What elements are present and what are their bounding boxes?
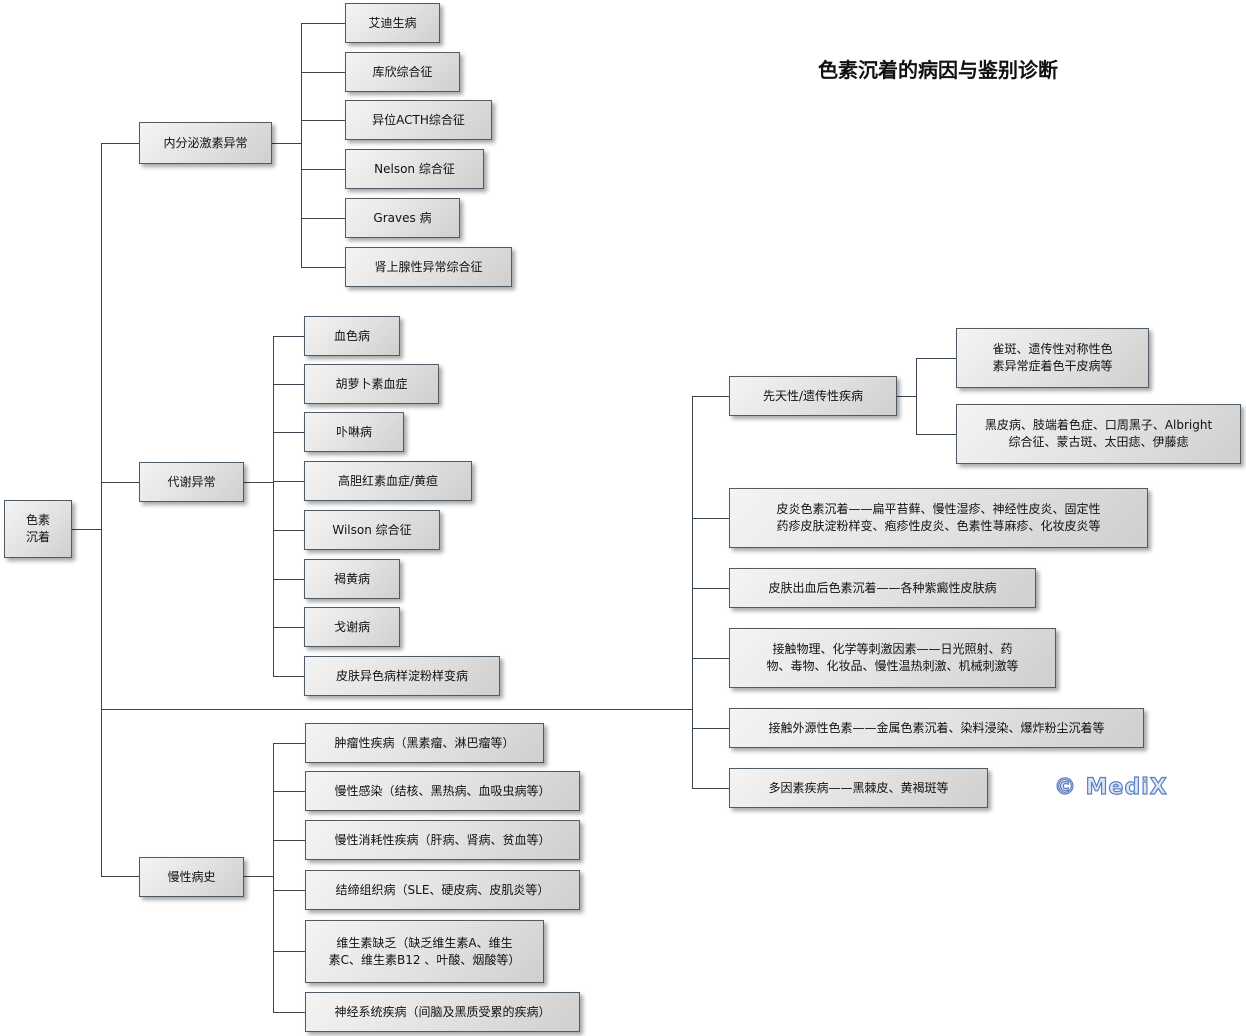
connector (301, 23, 345, 24)
connector (301, 218, 345, 219)
connector (897, 396, 916, 397)
connector (101, 709, 692, 710)
connector (244, 876, 273, 877)
node-metabolic-child[interactable]: 卟啉病 (304, 412, 404, 452)
node-endocrine-child[interactable]: 肾上腺性异常综合征 (345, 247, 512, 287)
connector (273, 336, 304, 337)
node-congenital-child[interactable]: 黑皮病、肢端着色症、口周黑子、Albright 综合征、蒙古斑、太田痣、伊藤痣 (956, 404, 1241, 464)
node-chronic-child[interactable]: 神经系统疾病（间脑及黑质受累的疾病） (305, 992, 580, 1032)
branch-spine (692, 396, 693, 789)
connector (273, 530, 304, 531)
connector (301, 267, 345, 268)
connector (273, 951, 305, 952)
node-skin-cause[interactable]: 皮肤出血后色素沉着——各种紫癜性皮肤病 (729, 568, 1036, 608)
connector (273, 579, 304, 580)
node-skin-cause[interactable]: 接触外源性色素——金属色素沉着、染料浸染、爆炸粉尘沉着等 (729, 708, 1144, 748)
connector (692, 588, 729, 589)
connector (272, 143, 301, 144)
connector (301, 72, 345, 73)
connector (273, 627, 304, 628)
node-chronic-child[interactable]: 肿瘤性疾病（黑素瘤、淋巴瘤等） (305, 723, 544, 763)
node-metabolic-child[interactable]: Wilson 综合征 (304, 510, 440, 550)
main-spine (101, 143, 102, 877)
node-endocrine-child[interactable]: Nelson 综合征 (345, 149, 484, 189)
connector (72, 529, 101, 530)
node-metabolic-child[interactable]: 血色病 (304, 316, 400, 356)
node-endocrine-child[interactable]: 库欣综合征 (345, 52, 460, 92)
diagram-title: 色素沉着的病因与鉴别诊断 (818, 58, 1058, 82)
connector (273, 432, 304, 433)
node-congenital-child[interactable]: 雀斑、遗传性对称性色 素异常症着色干皮病等 (956, 328, 1149, 388)
node-chronic-child[interactable]: 结缔组织病（SLE、硬皮病、皮肌炎等） (305, 870, 580, 910)
connector (273, 481, 304, 482)
connector (692, 396, 729, 397)
connector (244, 482, 273, 483)
branch-spine (273, 336, 274, 676)
connector (101, 143, 139, 144)
node-chronic-child[interactable]: 维生素缺乏（缺乏维生素A、维生 素C、维生素B12 、叶酸、烟酸等） (305, 920, 544, 983)
node-chronic[interactable]: 慢性病史 (139, 857, 244, 897)
node-endocrine[interactable]: 内分泌激素异常 (139, 122, 272, 164)
connector (301, 169, 345, 170)
node-chronic-child[interactable]: 慢性感染（结核、黑热病、血吸虫病等） (305, 771, 580, 811)
node-metabolic-child[interactable]: 戈谢病 (304, 607, 400, 647)
connector (273, 1012, 305, 1013)
connector (273, 890, 305, 891)
node-endocrine-child[interactable]: 艾迪生病 (345, 3, 440, 43)
node-endocrine-child[interactable]: Graves 病 (345, 198, 460, 238)
connector (273, 840, 305, 841)
connector (916, 358, 956, 359)
connector (101, 482, 139, 483)
node-metabolic-child[interactable]: 高胆红素血症/黄疸 (304, 461, 472, 501)
connector (692, 728, 729, 729)
node-metabolic-child[interactable]: 胡萝卜素血症 (304, 364, 439, 404)
node-congenital[interactable]: 先天性/遗传性疾病 (729, 376, 897, 416)
node-skin-cause[interactable]: 皮炎色素沉着——扁平苔藓、慢性湿疹、神经性皮炎、固定性 药疹皮肤淀粉样变、疱疹性… (729, 488, 1148, 548)
node-endocrine-child[interactable]: 异位ACTH综合征 (345, 100, 492, 140)
connector (692, 788, 729, 789)
node-skin-cause[interactable]: 多因素疾病——黑棘皮、黄褐斑等 (729, 768, 988, 808)
root-node[interactable]: 色素 沉着 (4, 500, 72, 558)
node-metabolic-child[interactable]: 皮肤异色病样淀粉样变病 (304, 656, 500, 696)
node-metabolic[interactable]: 代谢异常 (139, 462, 244, 502)
branch-spine (916, 358, 917, 434)
watermark-logo: © MediX (1053, 774, 1168, 800)
connector (273, 791, 305, 792)
connector (301, 120, 345, 121)
node-skin-cause[interactable]: 接触物理、化学等刺激因素——日光照射、药 物、毒物、化妆品、慢性温热刺激、机械刺… (729, 628, 1056, 688)
node-metabolic-child[interactable]: 褐黄病 (304, 559, 400, 599)
branch-spine (273, 743, 274, 1013)
connector (273, 743, 305, 744)
connector (692, 518, 729, 519)
connector (916, 434, 956, 435)
connector (273, 384, 304, 385)
connector (692, 658, 729, 659)
connector (101, 876, 139, 877)
connector (273, 676, 304, 677)
branch-spine (301, 23, 302, 268)
node-chronic-child[interactable]: 慢性消耗性疾病（肝病、肾病、贫血等） (305, 820, 580, 860)
